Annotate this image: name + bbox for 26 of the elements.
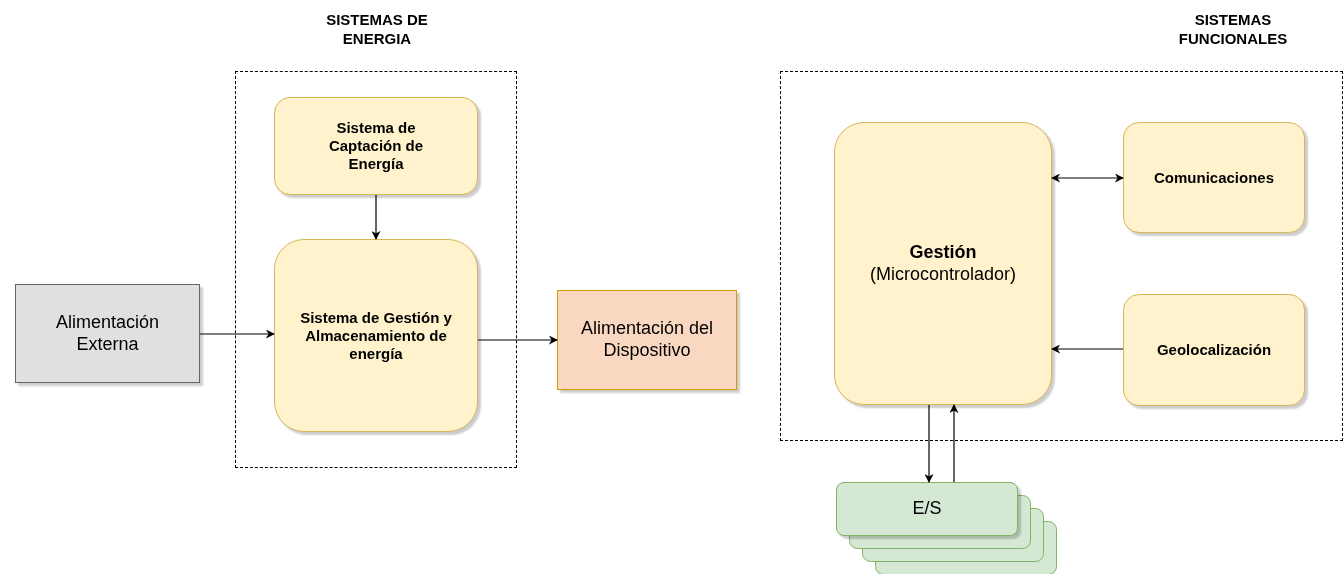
box-label: Gestión: [909, 241, 977, 264]
box-label: E/S: [912, 498, 942, 520]
process-box: [274, 97, 478, 195]
arrow: [199, 329, 275, 339]
box-label: (Microcontrolador): [869, 263, 1016, 286]
io-card: [836, 482, 1018, 536]
box-label: Comunicaciones: [1154, 168, 1274, 187]
process-box: [1123, 294, 1305, 406]
arrow: [924, 404, 934, 483]
group-heading: SISTEMAS FUNCIONALES: [1177, 10, 1289, 48]
external-power-box: [15, 284, 200, 383]
arrow: [949, 404, 959, 483]
device-power-box: [557, 290, 737, 390]
arrow: [1051, 344, 1124, 354]
process-box: [1123, 122, 1305, 233]
box-label: Sistema de Captación de Energía: [327, 119, 425, 173]
arrow: [1051, 173, 1124, 183]
box-label: Geolocalización: [1156, 341, 1272, 359]
box-label: Alimentación Externa: [54, 311, 161, 356]
process-box: [274, 239, 478, 432]
process-box: [834, 122, 1052, 405]
arrow: [477, 335, 558, 345]
box-label: Alimentación del Dispositivo: [579, 318, 715, 362]
arrow: [371, 194, 381, 240]
group-heading: SISTEMAS DE ENERGIA: [325, 10, 429, 48]
box-label: Sistema de Gestión y Almacenamiento de energía: [299, 308, 453, 363]
